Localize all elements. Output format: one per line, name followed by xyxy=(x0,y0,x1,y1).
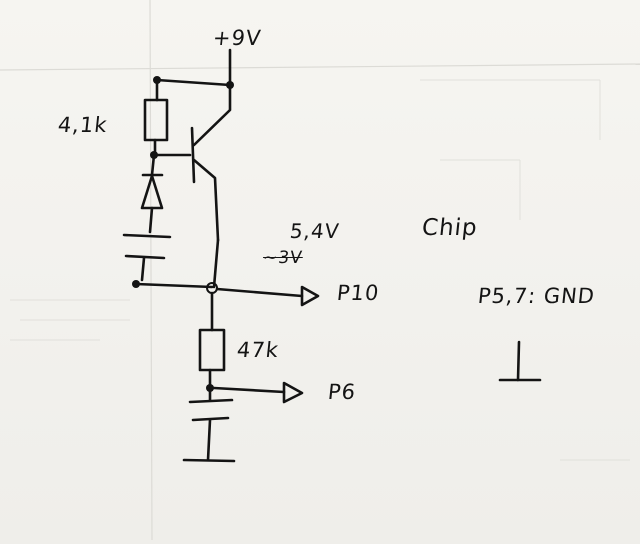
transistor-collector xyxy=(192,83,232,147)
label-voltage: 5,4V xyxy=(288,219,341,243)
resistor-47k xyxy=(198,328,226,372)
emitter-wire xyxy=(212,238,220,289)
p6-arrow-head xyxy=(282,381,304,404)
label-resistor-4k1: 4,1k xyxy=(56,113,109,137)
label-chip: Chip xyxy=(420,215,480,241)
label-gnd-note: P5,7: GND xyxy=(476,284,597,308)
capacitor-plate xyxy=(124,254,166,260)
label-resistor-47k: 47k xyxy=(235,338,281,362)
p6-arrow-line xyxy=(212,386,286,394)
transistor-base-bar xyxy=(190,126,196,184)
diode-lead xyxy=(148,206,154,234)
paper-crease xyxy=(0,63,640,71)
top-rail-wire xyxy=(155,78,232,87)
paper-ghost-lines xyxy=(420,79,601,220)
gnd-symbol-stem xyxy=(516,340,521,382)
node-wire xyxy=(134,282,214,289)
paper-ghost-lines xyxy=(10,299,630,461)
ground-symbol xyxy=(182,458,236,463)
resistor-4k1 xyxy=(143,98,169,142)
junction-dot xyxy=(206,384,214,392)
transistor-emitter xyxy=(192,158,220,242)
label-p10: P10 xyxy=(335,281,381,305)
diode-lead xyxy=(150,153,156,177)
p10-arrow-line xyxy=(215,287,304,298)
label-scribble: ~3V xyxy=(261,248,304,268)
label-p6: P6 xyxy=(326,380,358,404)
p10-arrow-head xyxy=(300,285,320,307)
capacitor-plate xyxy=(188,398,234,404)
ground-wire xyxy=(206,418,212,462)
capacitor-plate xyxy=(122,233,172,239)
diode-triangle xyxy=(140,174,164,210)
label-supply-9v: +9V xyxy=(211,26,263,50)
paper-crease xyxy=(149,0,153,541)
capacitor-lead xyxy=(140,256,146,282)
